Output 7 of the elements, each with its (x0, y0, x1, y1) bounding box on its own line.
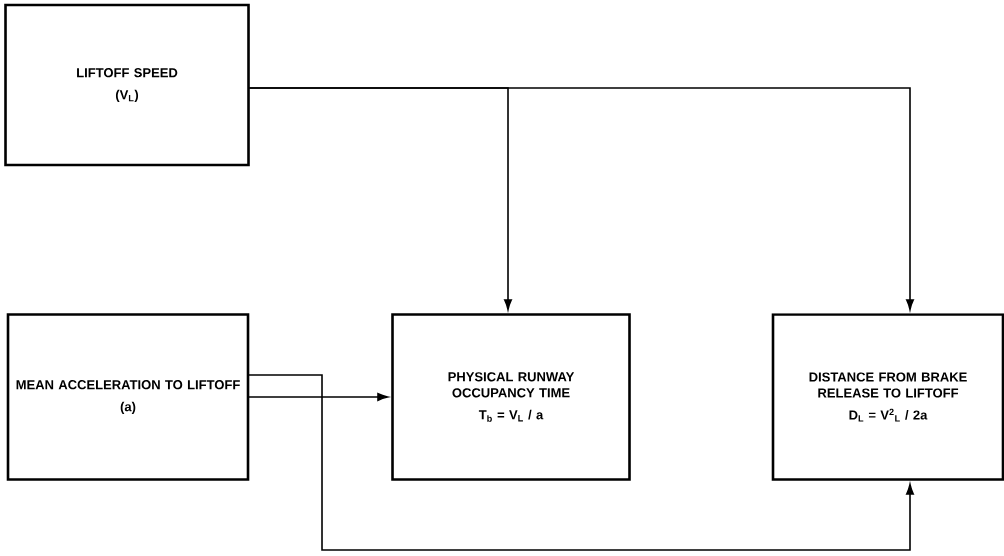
arrow (248, 374, 914, 551)
process-box: LIFTOFF SPEED (V$_{L}$) (4, 3, 250, 167)
process-box: DISTANCE FROM BRAKE RELEASE TO LIFTOFF D$_{L}$ = V$^{2}$$_{L}$ / 2a (771, 313, 1004, 481)
process-box: PHYSICAL RUNWAY OCCUPANCY TIME T$_{b}$ = V$_{L}$ / a (391, 313, 631, 481)
arrow (249, 87, 914, 311)
arrow (248, 393, 389, 401)
process-box: MEAN ACCELERATION TO LIFTOFF (a) (6, 313, 250, 481)
